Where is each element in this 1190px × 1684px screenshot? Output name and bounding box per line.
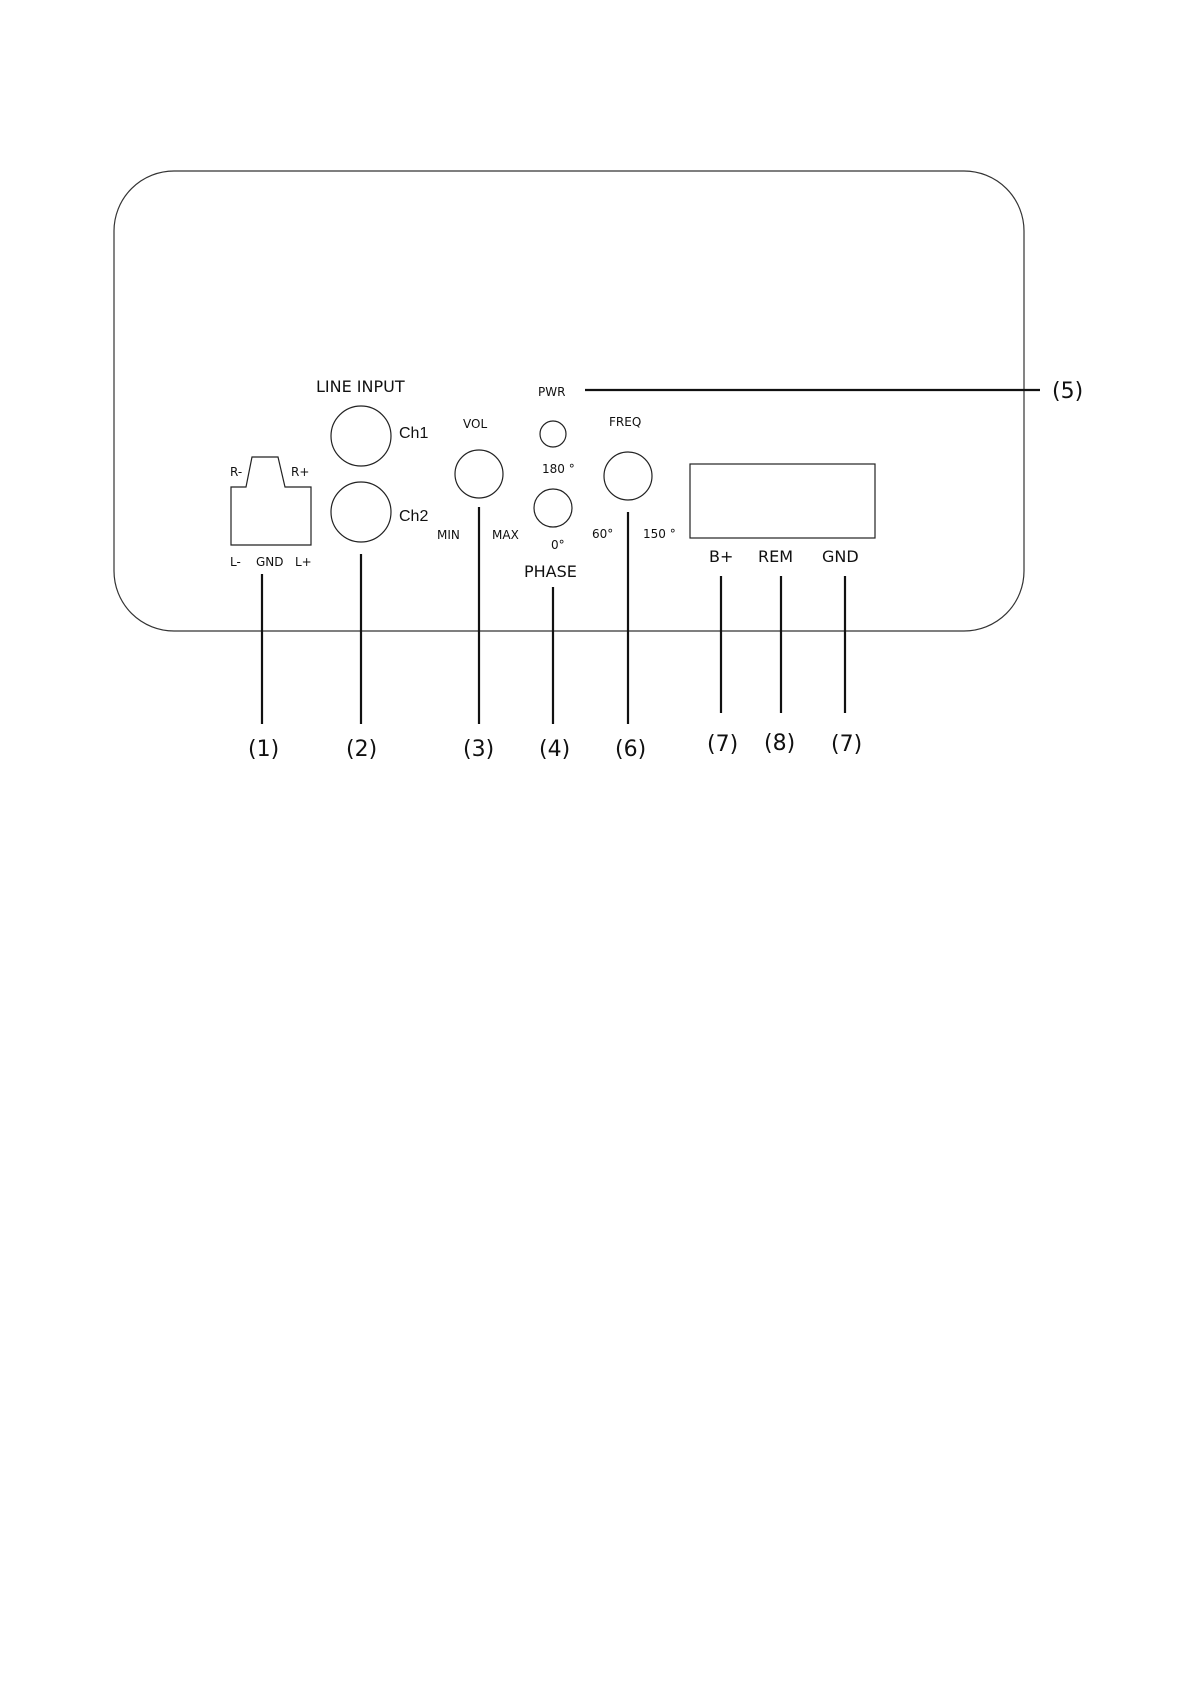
pwr-label: PWR <box>538 385 565 399</box>
speaker-l-minus-label: L- <box>230 555 241 569</box>
line-input-label: LINE INPUT <box>316 377 405 396</box>
phase-label: PHASE <box>524 562 577 581</box>
ch1-jack <box>330 405 392 467</box>
vol-max-label: MAX <box>492 528 519 542</box>
frequency-control: FREQ 60° 150 ° <box>592 415 676 541</box>
ch2-label: Ch2 <box>399 508 428 525</box>
line-input-jacks: LINE INPUT Ch1 Ch2 <box>316 377 428 543</box>
phase-180-label: 180 ° <box>542 462 575 476</box>
power-led: PWR <box>538 385 567 448</box>
panel-outline <box>113 170 1025 632</box>
callout-7b: (7) <box>831 732 862 757</box>
speaker-r-plus-label: R+ <box>291 465 309 479</box>
callout-5: (5) <box>1052 379 1083 404</box>
vol-label: VOL <box>463 417 487 431</box>
callout-1: (1) <box>248 737 279 762</box>
speaker-gnd-label: GND <box>256 555 284 569</box>
gnd-label: GND <box>822 547 859 566</box>
freq-knob <box>603 451 653 501</box>
callout-2: (2) <box>346 737 377 762</box>
callout-8: (8) <box>764 731 795 756</box>
ch2-jack <box>330 481 392 543</box>
b-plus-label: B+ <box>709 547 733 566</box>
vol-min-label: MIN <box>437 528 460 542</box>
ch1-label: Ch1 <box>399 425 428 442</box>
callout-6: (6) <box>615 737 646 762</box>
volume-control: VOL MIN MAX <box>437 417 519 542</box>
speaker-r-minus-label: R- <box>230 465 242 479</box>
rem-label: REM <box>758 547 793 566</box>
power-terminal-box <box>689 463 876 539</box>
callout-7a: (7) <box>707 732 738 757</box>
freq-min-label: 60° <box>592 527 613 541</box>
callout-4: (4) <box>539 737 570 762</box>
phase-knob <box>533 488 573 528</box>
callout-3: (3) <box>463 737 494 762</box>
speaker-l-plus-label: L+ <box>295 555 312 569</box>
phase-switch: 180 ° 0° PHASE <box>524 462 577 581</box>
phase-0-label: 0° <box>551 538 565 552</box>
pwr-led-indicator <box>539 420 567 448</box>
vol-knob <box>454 449 504 499</box>
power-terminal-block: B+ REM GND <box>689 463 876 566</box>
freq-label: FREQ <box>609 415 641 429</box>
freq-max-label: 150 ° <box>643 527 676 541</box>
speaker-terminal-block: R- R+ L- GND L+ <box>230 456 312 569</box>
